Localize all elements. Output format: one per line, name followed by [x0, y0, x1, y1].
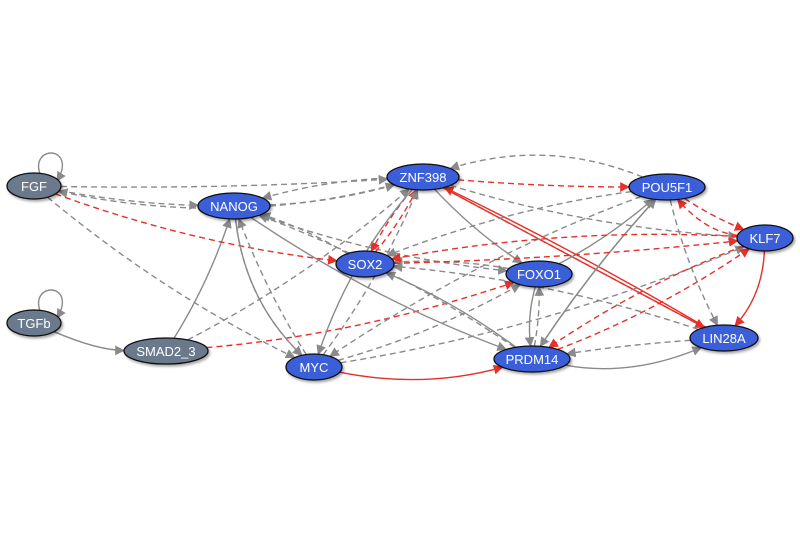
node-znf398[interactable]: ZNF398: [386, 163, 460, 191]
edge-pou5f1-to-lin28a: [669, 199, 719, 327]
edge-prdm14-to-pou5f1: [539, 198, 657, 347]
node-shape: [736, 224, 794, 252]
edge-nanog-to-prdm14: [250, 216, 508, 351]
node-shape: [335, 250, 395, 278]
node-label: NANOG: [210, 199, 258, 214]
edge-lin28a-to-prdm14: [565, 339, 691, 358]
edge-tgfb-to-tgfb: [37, 289, 66, 319]
node-shape: [505, 260, 573, 288]
edge-znf398-to-klf7: [450, 184, 739, 241]
edge-smad2_3-to-nanog: [173, 217, 232, 339]
edge-smad2_3-to-foxo1: [206, 280, 515, 349]
edge-foxo1-to-pou5f1: [558, 198, 654, 265]
node-label: FOXO1: [517, 267, 561, 282]
edge-fgf-to-sox2: [55, 193, 338, 265]
node-label: KLF7: [749, 231, 780, 246]
edge-znf398-to-foxo1: [434, 188, 523, 264]
node-shape: [6, 172, 62, 200]
edge-myc-to-nanog: [237, 217, 307, 355]
edge-pou5f1-to-klf7: [684, 197, 745, 231]
edge-prdm14-to-sox2: [385, 271, 517, 348]
node-smad2_3[interactable]: SMAD2_3: [123, 337, 209, 365]
node-fgf[interactable]: FGF: [6, 172, 62, 200]
edge-nanog-to-znf398: [269, 182, 396, 206]
node-tgfb[interactable]: TGFb: [6, 309, 62, 337]
edge-myc-to-foxo1: [337, 283, 521, 361]
edge-pou5f1-to-myc: [329, 195, 642, 357]
node-pou5f1[interactable]: POU5F1: [628, 173, 706, 201]
edge-fgf-to-fgf: [37, 152, 66, 182]
edge-lin28a-to-znf398: [443, 186, 706, 328]
edge-klf7-to-pou5f1: [677, 198, 738, 236]
edge-klf7-to-sox2: [390, 233, 738, 263]
node-label: LIN28A: [702, 331, 746, 346]
node-shape: [197, 192, 271, 220]
edge-sox2-to-nanog: [260, 212, 348, 255]
edge-myc-to-prdm14: [339, 364, 504, 381]
edge-tgfb-to-smad2_3: [53, 331, 125, 356]
node-label: FGF: [21, 179, 47, 194]
node-shape: [689, 324, 759, 352]
edge-sox2-to-klf7: [393, 236, 739, 264]
node-label: ZNF398: [400, 170, 447, 185]
edges-layer: [37, 152, 766, 381]
edge-nanog-to-myc: [234, 218, 303, 356]
node-sox2[interactable]: SOX2: [335, 250, 395, 278]
edge-sox2-to-znf398: [374, 188, 418, 253]
node-shape: [285, 353, 343, 381]
edge-prdm14-to-nanog: [258, 213, 516, 348]
edge-lin28a-to-sox2: [392, 262, 699, 331]
edge-klf7-to-prdm14: [548, 245, 744, 348]
node-shape: [123, 337, 209, 365]
node-label: POU5F1: [642, 180, 693, 195]
edge-prdm14-to-foxo1: [533, 286, 545, 347]
edge-foxo1-to-prdm14: [524, 286, 536, 347]
node-shape: [628, 173, 706, 201]
node-label: SMAD2_3: [136, 344, 195, 359]
edge-znf398-to-nanog: [261, 177, 388, 201]
edge-pou5f1-to-sox2: [386, 190, 632, 257]
edge-prdm14-to-lin28a: [565, 346, 703, 370]
node-myc[interactable]: MYC: [285, 353, 343, 381]
edge-fgf-to-nanog: [59, 189, 200, 211]
edge-smad2_3-to-znf398: [187, 188, 410, 341]
edge-fgf-to-znf398: [60, 174, 389, 188]
edge-znf398-to-pou5f1: [458, 179, 630, 192]
node-shape: [6, 309, 62, 337]
node-label: PRDM14: [506, 352, 559, 367]
node-label: TGFb: [17, 316, 50, 331]
edge-znf398-to-sox2: [370, 188, 413, 253]
node-nanog[interactable]: NANOG: [197, 192, 271, 220]
node-prdm14[interactable]: PRDM14: [493, 345, 571, 373]
node-label: SOX2: [348, 257, 383, 272]
edge-znf398-to-lin28a: [442, 187, 706, 329]
node-foxo1[interactable]: FOXO1: [505, 260, 573, 288]
edge-nanog-to-myc: [234, 218, 303, 356]
edge-prdm14-to-klf7: [557, 248, 751, 351]
node-shape: [493, 345, 571, 373]
edge-klf7-to-lin28a: [734, 250, 766, 327]
node-lin28a[interactable]: LIN28A: [689, 324, 759, 352]
edge-pou5f1-to-znf398: [449, 154, 643, 178]
node-shape: [386, 163, 460, 191]
edge-foxo1-to-sox2: [392, 256, 510, 270]
node-label: MYC: [300, 360, 329, 375]
node-klf7[interactable]: KLF7: [736, 224, 794, 252]
